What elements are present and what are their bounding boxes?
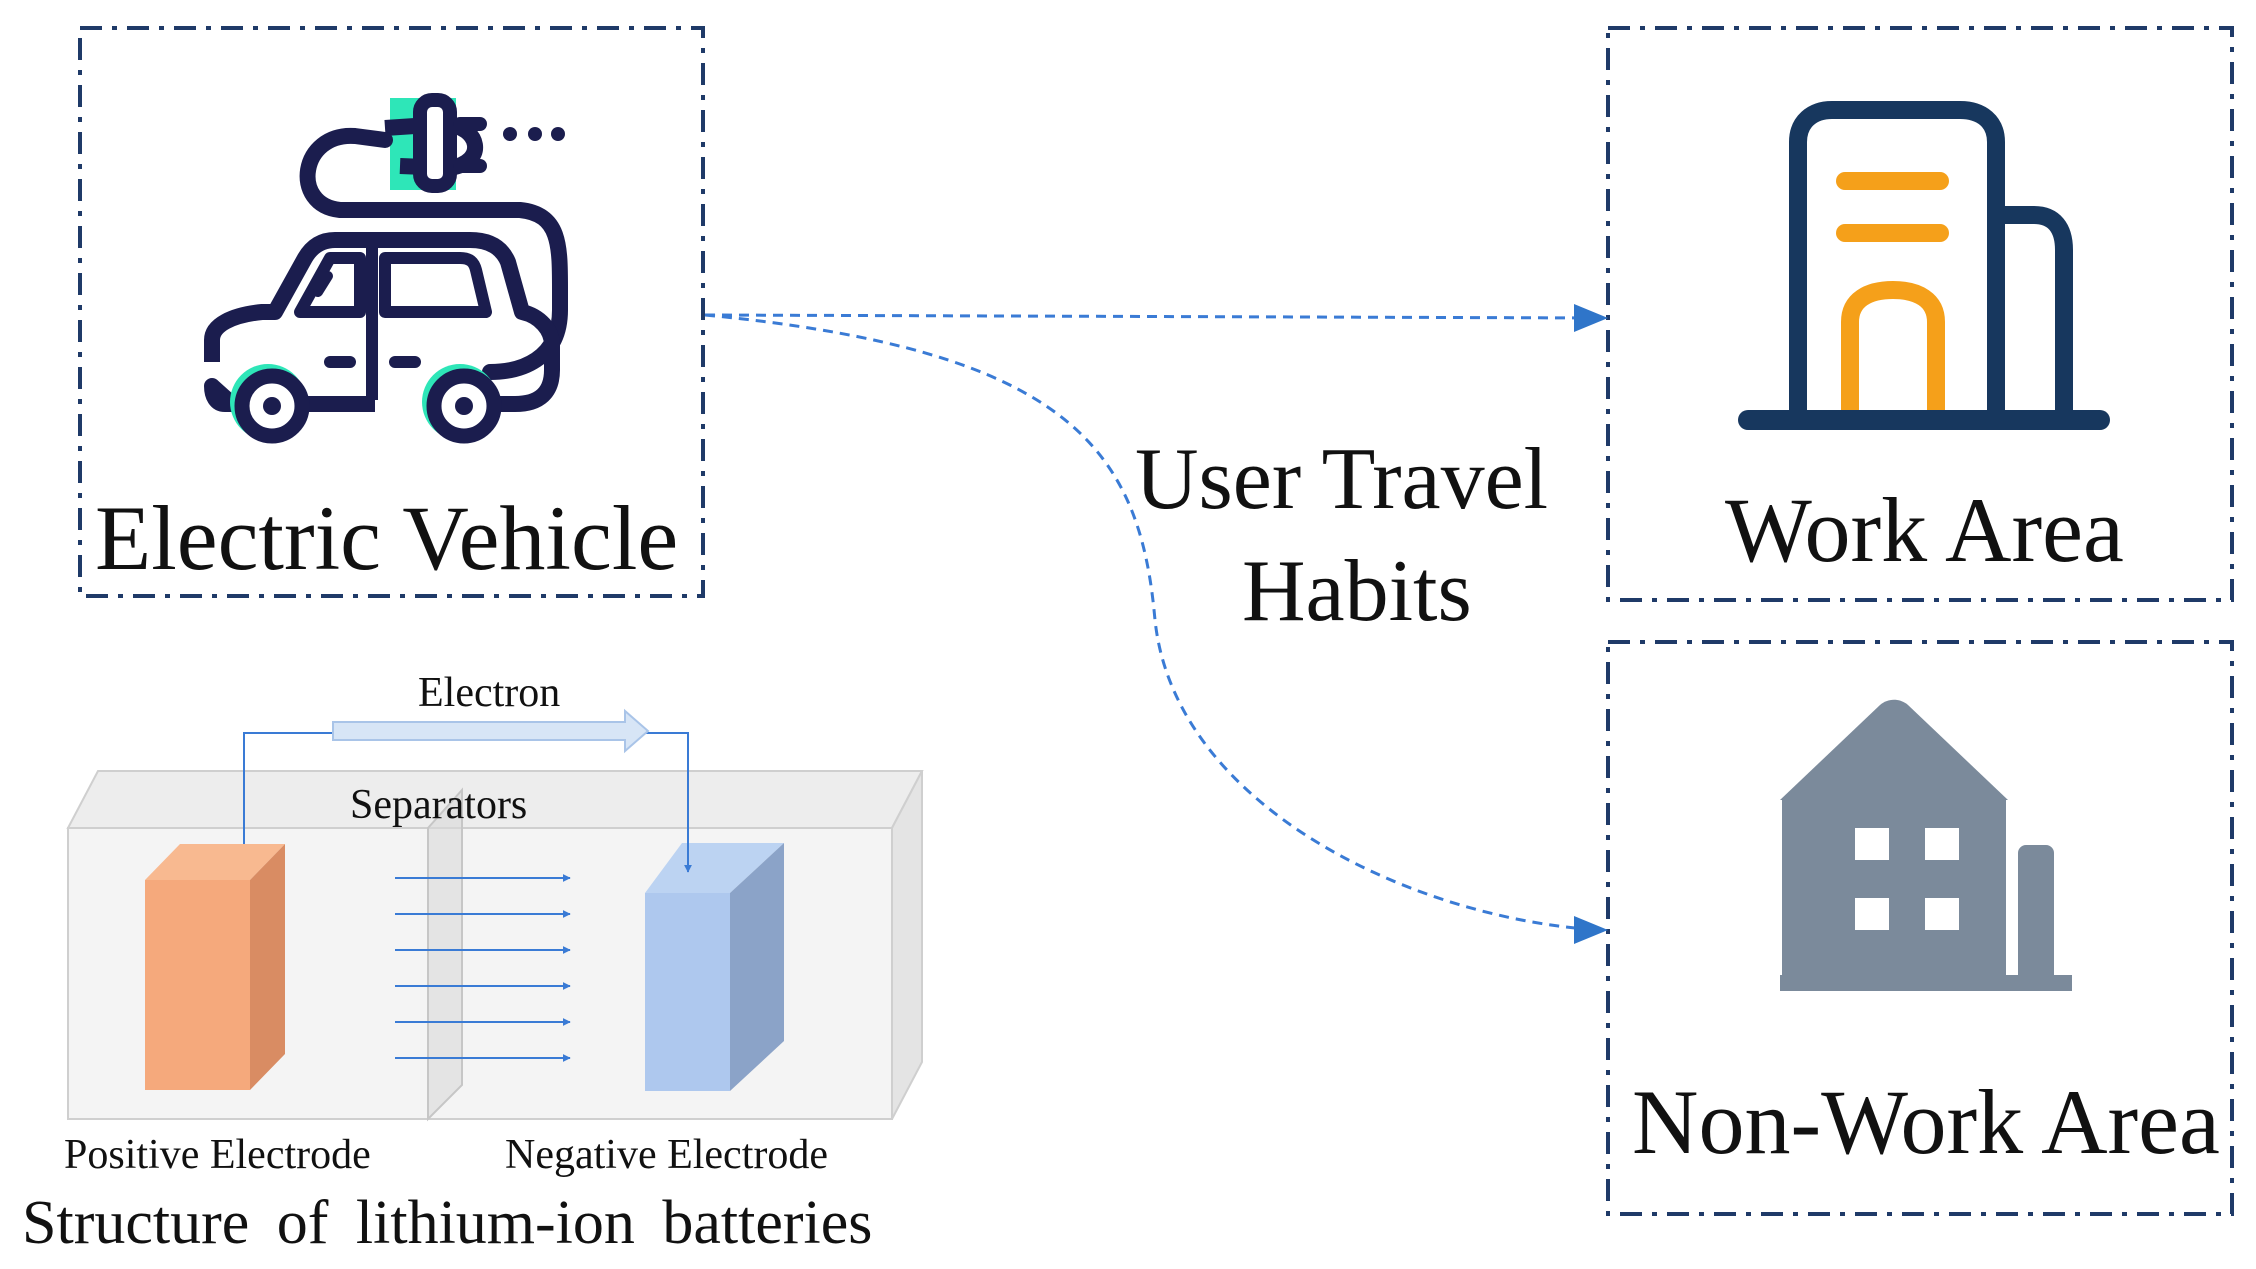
negative-electrode-label: Negative Electrode — [505, 1132, 828, 1178]
battery-caption: Structure of lithium-ion batteries — [22, 1189, 873, 1257]
electric-vehicle-box — [78, 26, 705, 598]
arrow-to-non-work-area — [704, 313, 1602, 937]
positive-electrode — [145, 844, 285, 880]
house-icon — [1780, 699, 2072, 991]
electron-arrow — [332, 708, 650, 754]
work-area-box — [1606, 26, 2234, 602]
negative-electrode — [645, 843, 784, 893]
work-area-label: Work Area — [1725, 479, 2124, 581]
travel-habits-label-line1: User Travel — [1135, 431, 1549, 528]
office-building-icon — [1738, 101, 2110, 430]
non-work-area-label: Non-Work Area — [1632, 1071, 2220, 1173]
travel-habits-label-line2: Habits — [1242, 543, 1472, 640]
non-work-area-box — [1606, 640, 2234, 1216]
positive-electrode-label: Positive Electrode — [64, 1132, 371, 1178]
arrow-to-work-area — [704, 310, 1602, 325]
separator-plate — [427, 787, 463, 1122]
electric-car-plug-icon — [204, 93, 568, 444]
separators-label: Separators — [350, 782, 528, 828]
electron-label: Electron — [418, 670, 561, 716]
ion-flow-arrows — [395, 874, 571, 1062]
battery-diagram — [66, 708, 924, 1122]
electric-vehicle-label: Electric Vehicle — [95, 487, 679, 589]
